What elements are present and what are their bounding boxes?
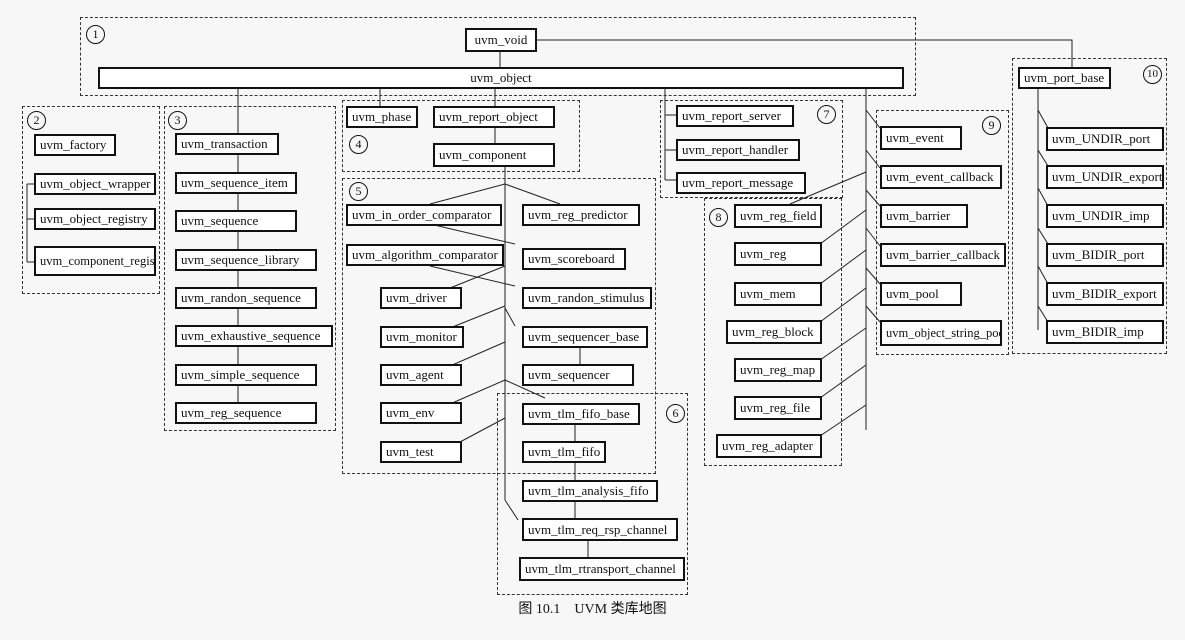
class-uvm-factory: uvm_factory [34,134,116,156]
group-9 [876,110,1009,355]
class-uvm-pool: uvm_pool [880,282,962,306]
group-10 [1012,58,1167,354]
class-uvm-event-callback: uvm_event_callback [880,165,1002,189]
class-uvm-component-registry: uvm_component_registry [34,246,156,276]
group-number: 7 [817,105,836,124]
group-5 [342,178,656,474]
class-uvm-undir-imp: uvm_UNDIR_imp [1046,204,1164,228]
class-uvm-component: uvm_component [433,143,555,167]
class-uvm-mem: uvm_mem [734,282,822,306]
class-uvm-exhaustive-sequence: uvm_exhaustive_sequence [175,325,333,347]
class-uvm-transaction: uvm_transaction [175,133,279,155]
group-number: 10 [1143,65,1162,84]
class-uvm-reg-sequence: uvm_reg_sequence [175,402,317,424]
class-uvm-object-string-pool: uvm_object_string_pool [880,320,1002,346]
class-uvm-barrier: uvm_barrier [880,204,968,228]
group-number: 6 [666,404,685,423]
class-uvm-agent: uvm_agent [380,364,462,386]
group-7 [660,100,843,198]
class-uvm-bidir-export: uvm_BIDIR_export [1046,282,1164,306]
group-number: 9 [982,116,1001,135]
class-uvm-sequence-item: uvm_sequence_item [175,172,297,194]
class-uvm-randon-stimulus: uvm_randon_stimulus [522,287,652,309]
group-number: 1 [86,25,105,44]
class-uvm-port-base: uvm_port_base [1018,67,1111,89]
class-uvm-sequencer: uvm_sequencer [522,364,634,386]
class-uvm-event: uvm_event [880,126,962,150]
class-uvm-tlm-fifo: uvm_tlm_fifo [522,441,606,463]
class-uvm-report-handler: uvm_report_handler [676,139,800,161]
class-uvm-reg-map: uvm_reg_map [734,358,822,382]
class-uvm-report-object: uvm_report_object [433,106,555,128]
group-8 [704,198,842,466]
class-uvm-reg-predictor: uvm_reg_predictor [522,204,640,226]
group-number: 4 [349,135,368,154]
class-uvm-tlm-analysis-fifo: uvm_tlm_analysis_fifo [522,480,658,502]
class-uvm-randon-sequence: uvm_randon_sequence [175,287,317,309]
class-uvm-void: uvm_void [465,28,537,52]
class-uvm-sequencer-base: uvm_sequencer_base [522,326,648,348]
group-number: 2 [27,111,46,130]
class-uvm-reg-block: uvm_reg_block [726,320,822,344]
group-number: 3 [168,111,187,130]
group-1 [80,17,916,96]
class-uvm-undir-export: uvm_UNDIR_export [1046,165,1164,189]
figure-caption: 图 10.1 UVM 类库地图 [518,602,667,617]
class-uvm-object-registry: uvm_object_registry [34,208,156,230]
group-2 [22,106,160,294]
class-uvm-tlm-req-rsp-channel: uvm_tlm_req_rsp_channel [522,518,678,541]
class-uvm-tlm-rtransport-channel: uvm_tlm_rtransport_channel [519,557,685,581]
class-uvm-simple-sequence: uvm_simple_sequence [175,364,317,386]
class-uvm-monitor: uvm_monitor [380,326,464,348]
class-uvm-barrier-callback: uvm_barrier_callback [880,243,1006,267]
class-uvm-env: uvm_env [380,402,462,424]
class-uvm-test: uvm_test [380,441,462,463]
class-uvm-algorithm-comparator: uvm_algorithm_comparator [346,244,504,266]
class-uvm-tlm-fifo-base: uvm_tlm_fifo_base [522,403,640,425]
class-uvm-bidir-imp: uvm_BIDIR_imp [1046,320,1164,344]
class-uvm-in-order-comparator: uvm_in_order_comparator [346,204,502,226]
class-uvm-reg: uvm_reg [734,242,822,266]
group-3 [164,106,336,431]
class-uvm-reg-adapter: uvm_reg_adapter [716,434,822,458]
class-uvm-sequence-library: uvm_sequence_library [175,249,317,271]
class-uvm-scoreboard: uvm_scoreboard [522,248,626,270]
class-uvm-report-server: uvm_report_server [676,105,794,127]
group-6 [497,393,688,595]
class-uvm-object: uvm_object [98,67,904,89]
class-uvm-object-wrapper: uvm_object_wrapper [34,173,156,195]
class-uvm-undir-port: uvm_UNDIR_port [1046,127,1164,151]
class-uvm-phase: uvm_phase [346,106,418,128]
class-uvm-sequence: uvm_sequence [175,210,297,232]
group-number: 5 [349,182,368,201]
class-uvm-driver: uvm_driver [380,287,462,309]
class-uvm-report-message: uvm_report_message [676,172,806,194]
group-4 [342,100,580,172]
class-uvm-bidir-port: uvm_BIDIR_port [1046,243,1164,267]
class-uvm-reg-field: uvm_reg_field [734,204,822,228]
group-number: 8 [709,208,728,227]
class-uvm-reg-file: uvm_reg_file [734,396,822,420]
